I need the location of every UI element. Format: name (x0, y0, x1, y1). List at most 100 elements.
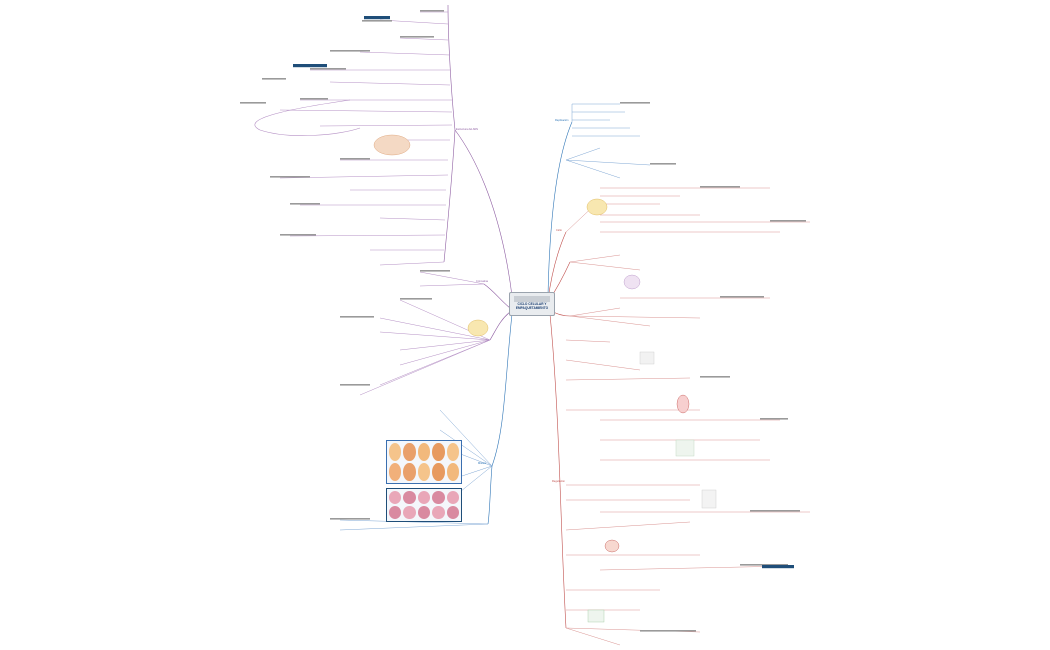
cell-image (417, 506, 431, 519)
leaf (569, 315, 701, 319)
label-block (720, 296, 764, 298)
leaf (565, 159, 651, 166)
branch-label-red-low[interactable]: Regulación (552, 480, 565, 483)
label-block (770, 220, 806, 222)
label-block (290, 203, 320, 205)
branch-blue-top (547, 121, 573, 297)
root-node[interactable] (509, 292, 555, 316)
main-branches (443, 4, 573, 629)
leaf (399, 339, 491, 366)
cell-illustration (586, 198, 608, 216)
leaf (565, 147, 601, 161)
cell-illustration (373, 134, 411, 156)
leaf (359, 51, 451, 56)
leaf (379, 317, 491, 341)
figure-thumb (701, 489, 717, 509)
branch-label-red-top[interactable]: Ciclo (556, 229, 562, 232)
root-thumbnail (514, 296, 550, 302)
mitosis-panel-bottom (386, 488, 462, 522)
highlight-tag (762, 565, 794, 569)
cell-image (432, 463, 445, 481)
label-block (640, 630, 696, 632)
leaf (399, 339, 491, 351)
blue-left-cluster (339, 409, 493, 531)
branch-purple-top (454, 129, 513, 297)
blue-top-cluster (565, 103, 651, 179)
label-block (330, 50, 370, 52)
loop-curve (254, 99, 361, 136)
leaf (339, 519, 489, 525)
figure-thumb (675, 439, 695, 457)
branch-red-down (549, 313, 567, 629)
leaf (565, 159, 621, 179)
label-block (340, 316, 374, 318)
leaf (569, 307, 621, 317)
cell-image (446, 491, 459, 504)
leaf (439, 409, 493, 467)
leaf (319, 124, 453, 127)
label-block (420, 10, 444, 12)
root-title: CICLO CELULAR Y EMPAQUETAMIENTO (510, 302, 554, 310)
label-block (750, 510, 800, 512)
cell-image (432, 443, 445, 461)
branch-label-blue-top[interactable]: Replicación (555, 119, 569, 122)
cell-image (389, 491, 402, 504)
leaf (359, 339, 491, 396)
branch-red-top (547, 231, 567, 301)
branch-purple-left2 (489, 311, 511, 341)
highlight-tag (293, 64, 327, 68)
label-block (310, 68, 346, 70)
label-block (340, 384, 370, 386)
leaf (565, 377, 691, 381)
label-block (740, 564, 788, 566)
root-title-line1: CICLO CELULAR Y (517, 302, 547, 306)
leaf (339, 523, 489, 531)
label-block (362, 20, 392, 22)
cell-illustration (623, 274, 641, 290)
illustrations (373, 134, 717, 623)
highlight-tag (364, 16, 390, 20)
label-block (700, 376, 730, 378)
leaf (379, 331, 491, 341)
leaf (419, 283, 485, 287)
leaf (565, 339, 611, 343)
cell-image (389, 443, 402, 461)
leaf (279, 109, 453, 113)
branch-label-purple-low[interactable]: Cromatina (476, 280, 488, 283)
mitosis-panel-top (386, 440, 462, 484)
cell-image (389, 506, 402, 519)
cell-image (403, 443, 416, 461)
label-block (760, 418, 788, 420)
label-block (650, 163, 676, 165)
branch-purple-left (483, 283, 511, 309)
leaf (569, 254, 621, 263)
leaf (565, 521, 691, 531)
label-block (620, 102, 650, 104)
branch-blue-left (491, 313, 513, 467)
label-block (330, 518, 370, 520)
label-blocks (240, 10, 806, 632)
leaf (399, 37, 449, 41)
red-down-cluster (565, 339, 810, 646)
label-block (240, 102, 266, 104)
highlight-tags (293, 16, 794, 569)
branch-label-blue-low[interactable]: Mitosis (478, 462, 487, 465)
purple-left-cluster (359, 271, 491, 396)
cell-image (417, 491, 431, 504)
leaf (419, 271, 485, 285)
branch-label-purple[interactable]: Estructura del ADN (456, 128, 479, 131)
branch-purple-long (447, 4, 456, 131)
cell-image (403, 506, 416, 519)
leaf (329, 81, 451, 86)
root-title-line2: EMPAQUETAMIENTO (515, 305, 549, 310)
purple-cluster (254, 11, 453, 266)
leaf (565, 627, 621, 646)
label-block (280, 234, 316, 236)
label-block (270, 176, 310, 178)
figure-thumb (587, 609, 605, 623)
leaf (569, 261, 641, 271)
cell-image (417, 463, 431, 481)
label-block (340, 158, 370, 160)
cell-image (432, 491, 445, 504)
